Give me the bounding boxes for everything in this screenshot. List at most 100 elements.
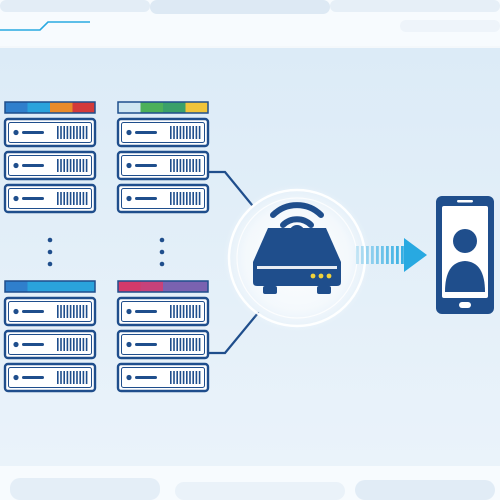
server-vent <box>66 126 69 139</box>
server-led <box>126 308 132 315</box>
server-unit-frame <box>116 362 210 393</box>
server-vent <box>176 371 178 384</box>
server-vent <box>195 192 198 205</box>
server-unit-frame <box>3 329 97 360</box>
server-vent <box>66 159 69 172</box>
rack-header-frame <box>4 280 96 293</box>
server-vent <box>189 305 191 318</box>
wireless-router-icon <box>223 184 371 332</box>
arrow-stripe <box>376 246 379 264</box>
server-vent <box>79 371 81 384</box>
server-vent <box>85 371 88 384</box>
server-vent <box>82 192 85 205</box>
connector-bottom <box>206 311 260 355</box>
server-vent <box>176 159 178 172</box>
server-vent <box>192 192 194 205</box>
server-vent <box>192 305 194 318</box>
server-unit-frame <box>116 296 210 327</box>
server-vent <box>182 305 185 318</box>
server-unit-bezel <box>121 301 205 322</box>
server-vent <box>79 192 81 205</box>
server-vent <box>198 192 201 205</box>
server-vent <box>57 371 59 384</box>
server-vent <box>173 371 175 384</box>
server-drive-slot <box>135 197 157 200</box>
server-unit-bezel <box>8 334 92 355</box>
server-vent <box>69 159 72 172</box>
server-vent <box>192 371 194 384</box>
arrow-stripe <box>396 246 399 264</box>
server-unit-frame <box>116 150 210 181</box>
server-vent <box>182 126 185 139</box>
server-unit <box>116 362 210 393</box>
server-vent <box>63 126 65 139</box>
server-vent <box>85 305 88 318</box>
server-vent <box>170 338 172 351</box>
rack-header-segment <box>5 281 28 292</box>
server-vent <box>192 338 194 351</box>
server-vent <box>69 305 72 318</box>
server-vent <box>186 192 188 205</box>
arrow-stripe <box>391 246 394 264</box>
server-vent <box>76 126 78 139</box>
server-led <box>13 195 19 202</box>
server-unit-frame <box>116 183 210 214</box>
server-rack-top-left <box>3 101 97 214</box>
server-vent <box>176 338 178 351</box>
server-rack-bottom-right <box>116 280 210 393</box>
rack-header-segment <box>27 281 51 292</box>
server-vent <box>192 126 194 139</box>
server-unit-bezel <box>121 334 205 355</box>
server-led <box>126 162 132 169</box>
server-vent <box>57 126 59 139</box>
arrow-stripe <box>401 246 404 264</box>
server-vent <box>195 305 198 318</box>
arrow-stripe <box>366 246 369 264</box>
server-vent <box>195 371 198 384</box>
server-vent <box>73 305 75 318</box>
server-unit <box>3 362 97 393</box>
server-unit-bezel <box>121 188 205 209</box>
server-vent <box>76 192 78 205</box>
server-led <box>126 129 132 136</box>
rack-header-frame <box>117 101 209 114</box>
server-vent <box>186 371 188 384</box>
server-vent <box>79 305 81 318</box>
server-vent <box>57 305 59 318</box>
server-vent <box>179 192 182 205</box>
server-unit-bezel <box>8 188 92 209</box>
server-vent <box>73 371 75 384</box>
server-unit-bezel <box>8 155 92 176</box>
rack-header-segment <box>118 102 141 113</box>
rack-header-segment <box>72 102 96 113</box>
server-unit <box>3 296 97 327</box>
arrow-stripe <box>371 246 374 264</box>
server-vent <box>176 192 178 205</box>
server-vent <box>173 126 175 139</box>
server-vent <box>173 192 175 205</box>
top-decor-strip <box>0 0 500 46</box>
server-drive-slot <box>22 197 44 200</box>
server-vent <box>189 192 191 205</box>
server-vent <box>60 371 62 384</box>
server-vent <box>176 126 178 139</box>
server-vent <box>85 159 88 172</box>
server-vent <box>79 338 81 351</box>
server-vent <box>170 159 172 172</box>
ellipsis-dot <box>47 237 53 243</box>
server-led <box>126 341 132 348</box>
server-unit <box>116 296 210 327</box>
server-vent <box>198 338 201 351</box>
server-vent <box>182 192 185 205</box>
server-unit <box>116 117 210 148</box>
continuation-dots <box>47 237 165 267</box>
server-vent <box>186 126 188 139</box>
server-vent <box>69 371 72 384</box>
server-drive-slot <box>135 164 157 167</box>
server-vent <box>182 159 185 172</box>
server-unit-frame <box>3 296 97 327</box>
server-vent <box>195 159 198 172</box>
rack-header-segment <box>5 102 28 113</box>
server-vent <box>76 159 78 172</box>
